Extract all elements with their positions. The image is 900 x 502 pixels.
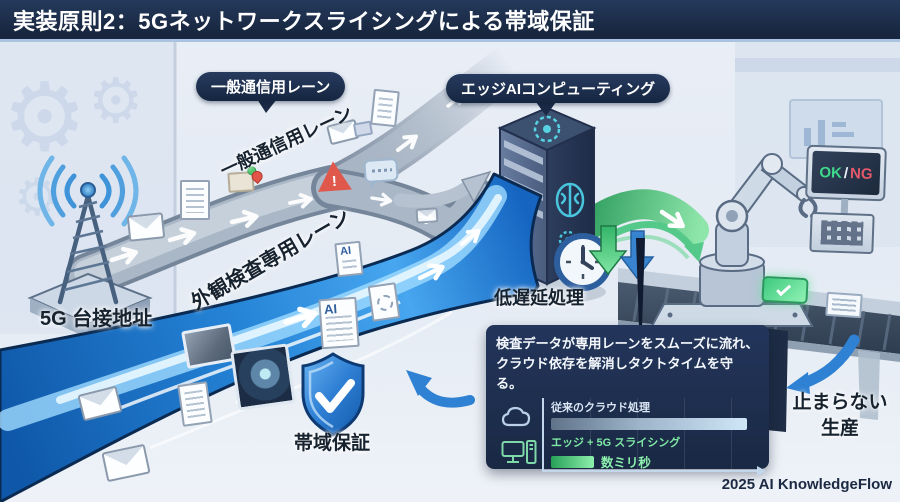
bar-cloud-processing [551,418,747,431]
ng-text: NG [849,164,873,183]
factory-background: ⚙ ⚙ ⚙ [0,42,900,334]
explanation-box: 検査データが専用レーンをスムーズに流れ、 クラウド依存を解消しタクトタイムを守る… [486,325,769,477]
ai-document-icon: AI [318,296,360,350]
ai-doc-label: AI [323,301,338,317]
warning-mark: ! [331,172,338,191]
envelope-icon [415,207,439,224]
chat-bubble-icon [363,157,399,184]
footer-credit: 2025 AI KnowledgeFlow [721,476,892,493]
svg-text:⚙: ⚙ [88,64,144,137]
ai-document-icon: AI [334,240,364,278]
cloud-icon [501,407,531,427]
callout-edge-ai-label: エッジAIコンピューティング [461,81,656,98]
check-icon [776,281,792,296]
robot-arm [650,153,818,327]
x-axis-arrow-icon [757,466,766,477]
keypad-icon [820,220,864,246]
bar-edge-annotation: 数ミリ秒 [600,456,651,471]
title-bar: 実装原則2：5Gネットワークスライシングによる帯域保証 [0,0,900,42]
page-title: 実装原則2：5Gネットワークスライシングによる帯域保証 [13,8,595,34]
nonstop-production-line2: 生産 [820,417,859,439]
bar-edge-row: 数ミリ秒 [551,452,755,471]
camera-lens-tile [230,343,296,411]
belt-document-icon [825,291,863,319]
wall-chart-panel [789,99,883,159]
explanation-line1: 検査データが専用レーンをスムーズに流れ、 [496,336,759,351]
pass-check-tile [761,275,809,305]
computer-icon [501,440,537,465]
radio-waves-icon [37,155,139,227]
monitor-screen: OK / NG [811,150,881,196]
bar-label-edge: エッジ + 5G スライシング [551,437,681,450]
chart-icons-column [496,398,542,472]
envelope-icon [126,212,166,242]
ok-ng-monitor: OK / NG [805,144,887,202]
bar-edge-slicing [551,455,594,468]
callout-edge-ai: エッジAIコンピューティング [446,74,671,103]
explanation-line2: クラウド依存を解消しタクトタイムを守る。 [496,355,734,391]
gear-document-icon [367,282,401,322]
ok-text: OK [819,163,843,182]
bar-label-cloud: 従来のクラウド処理 [551,402,650,415]
base-station-label: 5G 台接地址 [40,308,153,330]
nonstop-production-label: 止まらない 生産 [786,390,894,441]
5g-base-station-tower [27,155,153,338]
bandwidth-shield-icon [301,352,365,437]
nonstop-production-line1: 止まらない [792,392,888,413]
bandwidth-guarantee-label: 帯域保証 [294,433,371,454]
callout-pointers [257,99,645,328]
document-icon [370,88,400,128]
chart-plot-area: 従来のクラウド処理 エッジ + 5G スライシング 数ミリ秒 [542,398,766,477]
low-latency-label: 低遅延処理 [494,288,584,308]
callout-general-lane: 一般通信用レーン [196,72,346,101]
ai-doc-label: AI [339,244,352,258]
document-icon [180,180,210,220]
curved-arrow-to-lane [406,370,475,408]
ok-ng-separator: / [843,164,849,182]
svg-text:⚙: ⚙ [2,63,87,173]
chip-gear-icon [533,115,561,143]
document-icon [177,381,213,427]
brain-icon [555,182,585,218]
latency-comparison-chart: 従来のクラウド処理 エッジ + 5G スライシング 数ミリ秒 [496,398,766,477]
gear-wall-decor: ⚙ ⚙ ⚙ [2,63,144,228]
control-panel [809,211,875,255]
callout-general-lane-label: 一般通信用レーン [211,79,331,96]
curved-arrow-to-production [786,334,860,394]
